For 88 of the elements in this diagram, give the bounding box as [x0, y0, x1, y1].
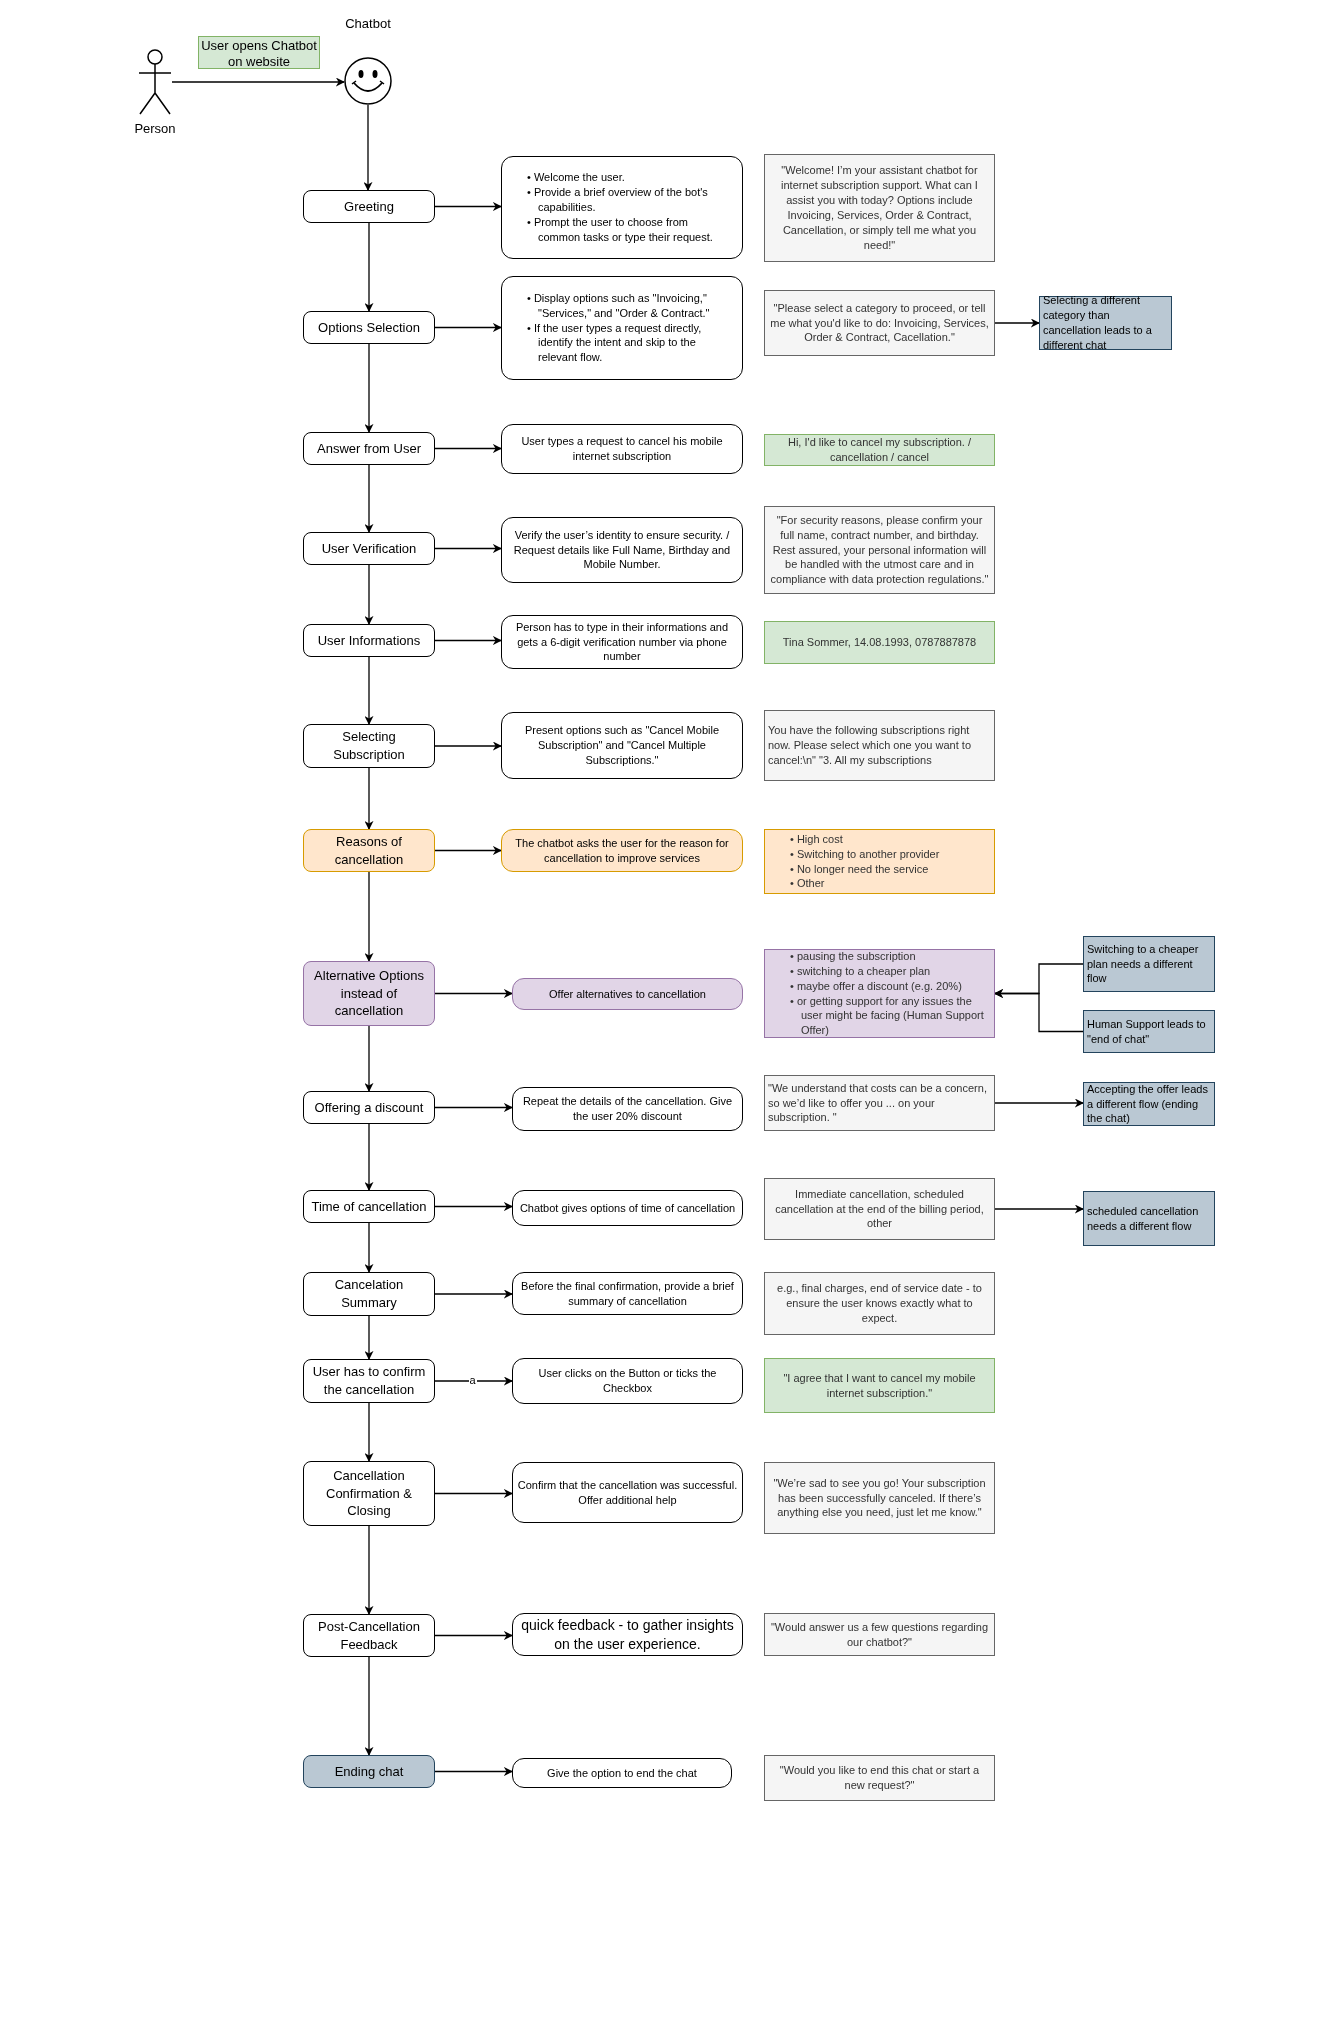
bulleted-action-box: • Display options such as "Invoicing," "Services," and "Order & Contract." • If the user types a request directly, identify the intent and skip to the relevant flow. — [501, 276, 743, 380]
note-label: User opens Chatbot on website — [198, 36, 320, 69]
action-box: Present options such as "Cancel Mobile Subscription" and "Cancel Multiple Subscriptions." — [501, 712, 743, 779]
action-box: User types a request to cancel his mobile internet subscription — [501, 424, 743, 474]
process-box: Ending chat — [303, 1755, 435, 1788]
arrow — [364, 343, 374, 433]
bulleted-message-box: • pausing the subscription • switching to a cheaper plan • maybe offer a discount (e.g. 20%) • or getting support for any issues the user might be facing (Human Support Offer) — [764, 949, 995, 1038]
note-box: Accepting the offer leads a different flow (ending the chat) — [1083, 1082, 1215, 1126]
arrow — [171, 77, 345, 87]
process-box: Cancellation Confirmation & Closing — [303, 1461, 435, 1526]
arrow — [434, 989, 513, 998]
arrow — [364, 1315, 374, 1360]
arrow — [434, 636, 502, 645]
action-box: Repeat the details of the cancellation. Give the user 20% discount — [512, 1087, 743, 1131]
arrow — [994, 989, 1084, 1033]
process-box: Alternative Options instead of cancellation — [303, 961, 435, 1026]
arrow — [434, 846, 502, 855]
process-box: Selecting Subscription — [303, 724, 435, 768]
message-box: "We understand that costs can be a concern, so we’d like to offer you ... on your subscription. " — [764, 1075, 995, 1131]
arrow — [363, 104, 373, 191]
bulleted-action-box: • Welcome the user. • Provide a brief overview of the bot's capabilities. • Prompt the user to choose from common tasks or type their request. — [501, 156, 743, 259]
arrow — [434, 1103, 513, 1112]
message-box: "I agree that I want to cancel my mobile internet subscription." — [764, 1358, 995, 1413]
message-box: "Please select a category to proceed, or tell me what you'd like to do: Invoicing, Services, Order & Contract, Cacellation." — [764, 290, 995, 356]
message-box: "Would answer us a few questions regarding our chatbot?" — [764, 1613, 995, 1656]
arrow — [434, 202, 502, 211]
message-box: You have the following subscriptions right now. Please select which one you want to cancel:\n" "3. All my subscriptions — [764, 710, 995, 781]
arrow — [364, 464, 374, 533]
message-box: "We’re sad to see you go! Your subscription has been successfully canceled. If there’s anything else you need, just let me know." — [764, 1462, 995, 1534]
arrow — [364, 1222, 374, 1273]
arrow — [364, 564, 374, 625]
action-box: Give the option to end the chat — [512, 1758, 732, 1788]
message-box: e.g., final charges, end of service date - to ensure the user knows exactly what to expect. — [764, 1272, 995, 1335]
process-box: Time of cancellation — [303, 1190, 435, 1223]
note-box: Human Support leads to "end of chat" — [1083, 1010, 1215, 1053]
note-box: scheduled cancellation needs a different flow — [1083, 1191, 1215, 1246]
arrow — [364, 656, 374, 725]
process-box: Reasons of cancellation — [303, 829, 435, 872]
arrow — [434, 323, 502, 332]
process-box: Options Selection — [303, 311, 435, 344]
action-box: Before the final confirmation, provide a brief summary of cancellation — [512, 1272, 743, 1315]
process-box: User Verification — [303, 532, 435, 565]
action-box: Offer alternatives to cancellation — [512, 978, 743, 1010]
process-box: User Informations — [303, 624, 435, 657]
arrow — [434, 444, 502, 453]
arrow — [434, 544, 502, 553]
arrow — [994, 1098, 1084, 1108]
arrow — [364, 1656, 374, 1756]
arrow — [364, 1525, 374, 1615]
arrow — [364, 1402, 374, 1462]
arrow — [364, 1123, 374, 1191]
arrow — [434, 1202, 513, 1211]
action-box: The chatbot asks the user for the reason for cancellation to improve services — [501, 829, 743, 872]
arrow — [434, 1289, 513, 1299]
arrow — [434, 1376, 513, 1386]
chatbot-label: Chatbot — [344, 16, 392, 33]
message-box: "Welcome! I’m your assistant chatbot for internet subscription support. What can I assist you with today? Options include Invoicing, Services, Order & Contract, Cancellation, or simply tell me what you need!" — [764, 154, 995, 262]
process-box: Post-Cancellation Feedback — [303, 1614, 435, 1657]
arrow — [364, 767, 374, 830]
action-box: User clicks on the Button or ticks the Checkbox — [512, 1358, 743, 1404]
bulleted-message-box: • High cost • Switching to another provider • No longer need the service • Other — [764, 829, 995, 894]
process-box: Greeting — [303, 190, 435, 223]
arrow — [994, 1204, 1084, 1214]
arrow — [364, 871, 374, 962]
message-box: Tina Sommer, 14.08.1993, 0787887878 — [764, 621, 995, 664]
arrow — [364, 222, 374, 312]
message-box: "For security reasons, please confirm your full name, contract number, and birthday. Rest assured, your personal information will be handled with the utmost care and in compliance with data protection regulations." — [764, 506, 995, 594]
arrow — [434, 1631, 513, 1640]
arrow — [434, 1767, 513, 1776]
note-box: Selecting a different category than cancellation leads to a different chat — [1039, 296, 1172, 350]
message-box: "Would you like to end this chat or start a new request?" — [764, 1755, 995, 1801]
action-box: Chatbot gives options of time of cancellation — [512, 1190, 743, 1226]
arrow — [434, 741, 502, 751]
arrow — [994, 318, 1040, 328]
process-box: Cancelation Summary — [303, 1272, 435, 1316]
process-box: User has to confirm the cancellation — [303, 1359, 435, 1403]
arrow — [364, 1025, 374, 1092]
message-box: Immediate cancellation, scheduled cancellation at the end of the billing period, other — [764, 1178, 995, 1240]
action-box: quick feedback - to gather insights on the user experience. — [512, 1613, 743, 1656]
message-box: Hi, I'd like to cancel my subscription. / cancellation / cancel — [764, 434, 995, 466]
process-box: Answer from User — [303, 432, 435, 465]
action-box: Confirm that the cancellation was successful. Offer additional help — [512, 1462, 743, 1523]
actor-label: Person — [133, 121, 177, 138]
action-box: Verify the user’s identity to ensure security. / Request details like Full Name, Birthday and Mobile Number. — [501, 517, 743, 583]
arrow — [434, 1489, 513, 1498]
action-box: Person has to type in their informations and gets a 6-digit verification number via phone number — [501, 615, 743, 669]
process-box: Offering a discount — [303, 1091, 435, 1124]
note-box: Switching to a cheaper plan needs a different flow — [1083, 936, 1215, 992]
